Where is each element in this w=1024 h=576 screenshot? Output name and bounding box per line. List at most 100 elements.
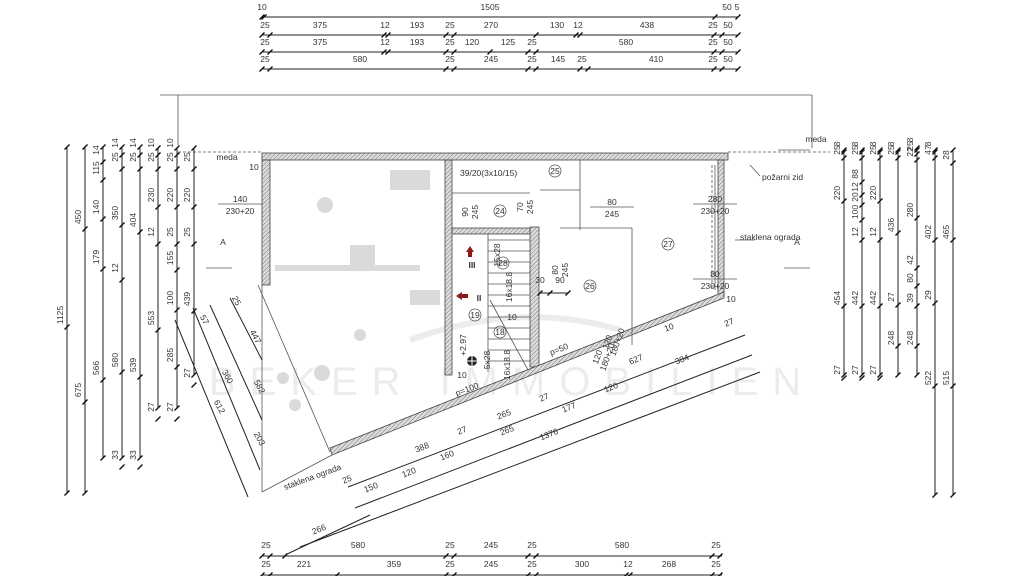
dimension-line xyxy=(192,307,261,471)
dimension-tick xyxy=(137,152,143,158)
dimension-label: 50 xyxy=(723,54,733,64)
dimension-label: 5 xyxy=(735,2,740,12)
dimension-label: 245 xyxy=(484,559,498,569)
dimension-tick xyxy=(950,383,956,389)
dimension-label: 12 xyxy=(380,20,390,30)
dimension-tick xyxy=(895,155,901,161)
dimension-tick xyxy=(895,343,901,349)
dimension-label: 675 xyxy=(73,383,83,397)
dimension-label: 404 xyxy=(128,213,138,227)
dimension-tick xyxy=(914,265,920,271)
dimension-line xyxy=(284,514,371,556)
dimension-label: 10 xyxy=(165,138,175,148)
dimension-tick xyxy=(710,572,715,576)
dimension-label: 25 xyxy=(708,20,718,30)
dimension-label: 27 xyxy=(182,368,192,378)
dimension-tick xyxy=(533,553,539,559)
dimension-label: 25 xyxy=(445,20,455,30)
dimension-tick xyxy=(385,49,391,55)
dimension-label: 8 xyxy=(886,141,896,146)
dimension-label: 438 xyxy=(640,20,654,30)
dimension-tick xyxy=(82,144,88,150)
dimension-label: 12 xyxy=(850,227,860,237)
dimension-label: 25 xyxy=(182,152,192,162)
building-walls xyxy=(257,152,729,493)
dimension-tick xyxy=(932,237,938,243)
dimension-tick xyxy=(191,145,197,151)
dimension-label: 25 xyxy=(110,152,120,162)
dimension-label: 248 xyxy=(905,331,915,345)
dimension-tick xyxy=(174,405,180,411)
dimension-label: 25 xyxy=(708,37,718,47)
dimension-tick xyxy=(64,490,70,496)
glass-fence-label: staklena ograda xyxy=(740,232,801,242)
dimension-label: 220 xyxy=(832,186,842,200)
dimension-tick xyxy=(573,32,579,38)
dimension-tick xyxy=(451,553,457,559)
dimension-tick xyxy=(119,222,125,228)
opening-width: 140 xyxy=(233,194,247,204)
dimension-tick xyxy=(841,149,847,155)
dimension-label: 90 xyxy=(555,275,565,285)
dimension-tick xyxy=(191,166,197,172)
dimension-tick xyxy=(950,147,956,153)
dimension-label: 33 xyxy=(110,450,120,460)
opening-width: 120 xyxy=(590,348,604,365)
room-number-circle xyxy=(496,256,510,270)
dimension-label: 388 xyxy=(413,440,430,455)
dimension-tick xyxy=(859,202,865,208)
dimension-label: 203 xyxy=(252,430,268,447)
dimension-tick xyxy=(914,283,920,289)
dimension-label: 280 xyxy=(905,203,915,217)
dimension-tick xyxy=(859,149,865,155)
dimension-label: 268 xyxy=(662,559,676,569)
section-marker: A xyxy=(794,237,800,247)
dimension-tick xyxy=(119,455,125,461)
dimension-label: 25 xyxy=(708,54,718,64)
dimension-label: 266 xyxy=(310,522,327,537)
dimension-tick xyxy=(155,166,161,172)
dimension-label: 270 xyxy=(484,20,498,30)
room-number: 18 xyxy=(495,327,505,337)
dimension-label: 265 xyxy=(495,407,512,422)
dimension-label: 1125 xyxy=(55,306,65,325)
dimension-label: 10 xyxy=(507,312,517,322)
dimension-label: 28 xyxy=(941,150,951,160)
dimension-label: 42 xyxy=(905,255,915,265)
dimension-label: 25 xyxy=(165,152,175,162)
room-number-circle xyxy=(583,279,597,293)
dimension-tick xyxy=(64,144,70,150)
dimension-tick xyxy=(711,32,717,38)
furniture xyxy=(275,170,440,411)
dimension-label: 12 xyxy=(380,37,390,47)
dimension-label: 454 xyxy=(832,291,842,305)
dimension-label: 12 xyxy=(623,559,633,569)
arrow-up-icon xyxy=(466,246,474,257)
leader-line xyxy=(749,164,761,177)
dimension-tick xyxy=(859,179,865,185)
dimension-line xyxy=(354,354,753,509)
dimension-tick xyxy=(82,490,88,496)
dimension-label: 25 xyxy=(260,20,270,30)
dimension-tick xyxy=(628,572,633,576)
dimension-tick xyxy=(100,159,106,165)
dimension-tick xyxy=(174,152,180,158)
dimension-tick xyxy=(64,324,70,330)
dimension-tick xyxy=(577,32,583,38)
dimension-tick xyxy=(174,241,180,247)
dimension-label: 25 xyxy=(146,152,156,162)
dimension-label: 10 xyxy=(726,294,736,304)
opening-width: 80 xyxy=(710,269,720,279)
dimension-label: 25 xyxy=(230,294,243,307)
dimension-label: 25 xyxy=(527,540,537,550)
dimension-tick xyxy=(259,49,265,55)
dimension-label: 50 xyxy=(723,20,733,30)
dimension-tick xyxy=(932,492,938,498)
dimension-label: 359 xyxy=(387,559,401,569)
dimension-label: 160 xyxy=(438,448,455,463)
dimension-label: 47 xyxy=(923,145,933,155)
opening-height: 245 xyxy=(470,205,480,219)
dimension-label: 57 xyxy=(198,313,211,326)
dimension-label: 25 xyxy=(445,540,455,550)
dimension-tick xyxy=(932,300,938,306)
